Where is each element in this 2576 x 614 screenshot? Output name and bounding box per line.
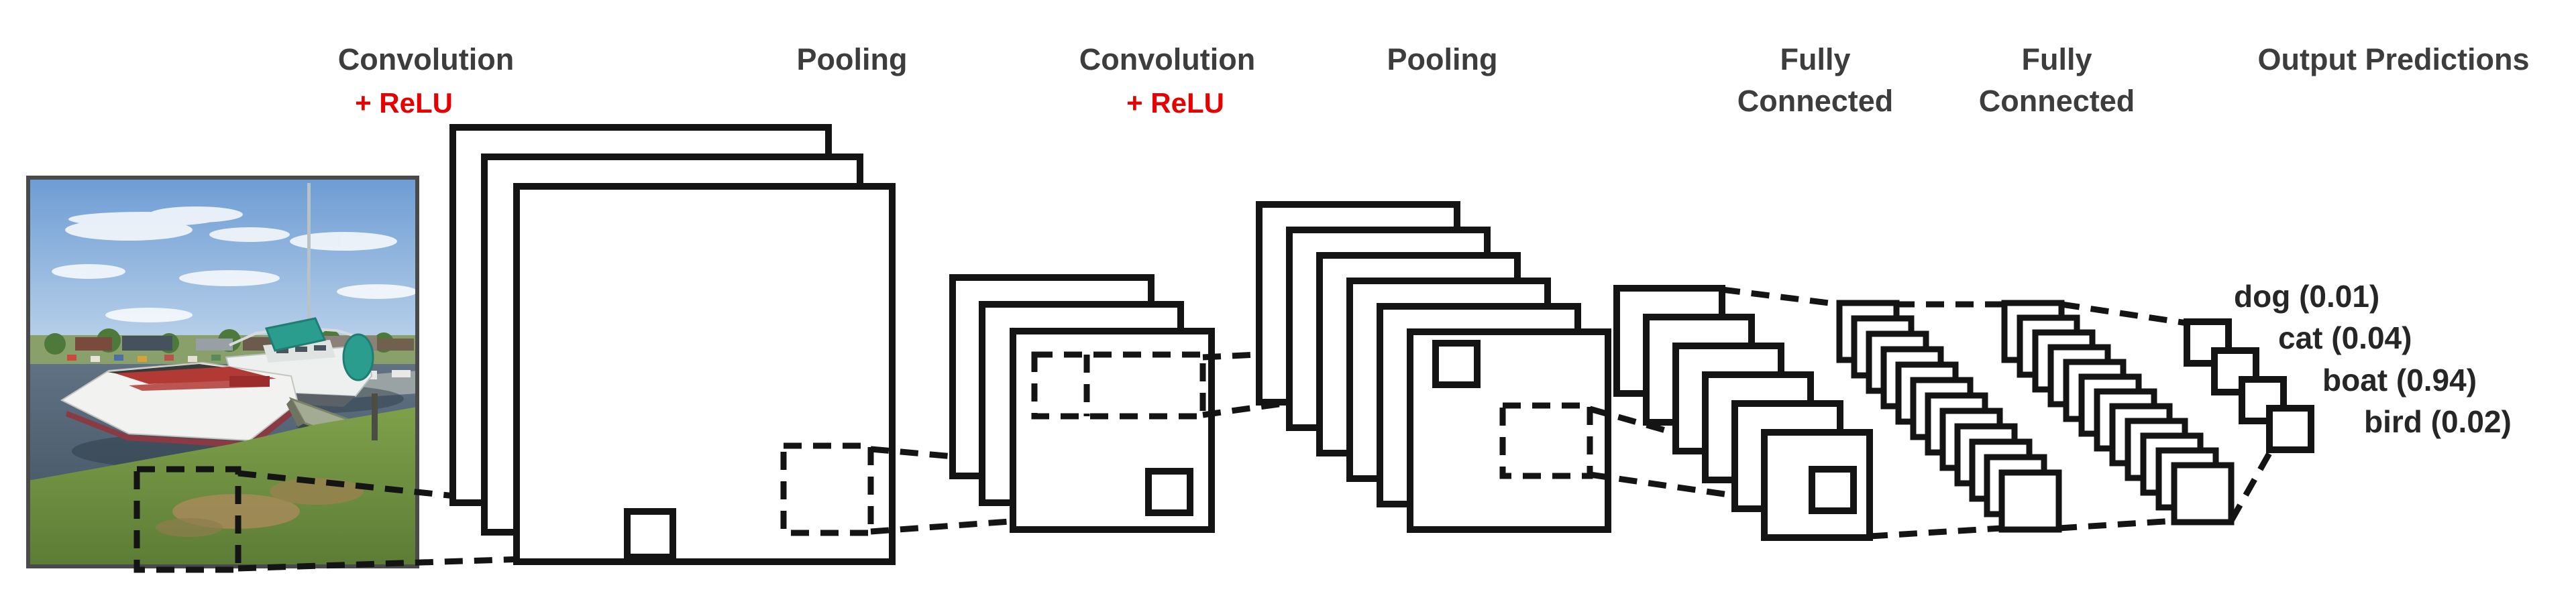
conv-output-unit	[1432, 340, 1481, 388]
connection-line	[2061, 301, 2188, 326]
stage-sublabel-relu-1: + ReLU	[355, 87, 453, 119]
pool-output-unit	[1809, 466, 1857, 514]
connection-line	[1721, 286, 1840, 308]
output-unit-bird	[2266, 405, 2314, 453]
fc-unit	[2171, 462, 2235, 526]
connection-line	[1202, 379, 1436, 418]
stage-label-output-predictions: Output Predictions	[2258, 42, 2530, 76]
stage-label-fc2-line1: Fully	[2021, 42, 2092, 76]
connection-line	[237, 552, 628, 572]
pool2-stack	[1613, 285, 1873, 541]
connection-line	[870, 508, 1149, 535]
output-layer	[2184, 318, 2314, 453]
connection-line	[1869, 525, 2002, 540]
prediction-bird: bird (0.02)	[2364, 404, 2512, 439]
photo-clouds	[52, 206, 417, 322]
pool1-stack	[949, 274, 1215, 533]
stage-label-convolution-1: Convolution	[338, 42, 514, 76]
conv-output-unit	[624, 508, 676, 560]
connection-line	[2058, 517, 2175, 532]
photo-pole	[372, 393, 378, 440]
speedboat	[60, 361, 299, 469]
photo-grass	[28, 407, 417, 566]
prediction-cat: cat (0.04)	[2278, 320, 2412, 355]
stage-sublabel-relu-2: + ReLU	[1126, 87, 1224, 119]
input-photo	[28, 178, 417, 566]
receptive-field-input	[133, 466, 241, 573]
connection-line	[870, 446, 1149, 477]
feature-map	[513, 183, 896, 565]
pool-output-unit	[1145, 468, 1193, 516]
receptive-field	[780, 442, 874, 536]
pooling-window	[1031, 351, 1206, 420]
stage-label-fc1-line2: Connected	[1737, 84, 1894, 118]
stage-label-convolution-2: Convolution	[1079, 42, 1255, 76]
stage-label-pooling-2: Pooling	[1387, 42, 1498, 76]
prediction-dog: dog (0.01)	[2234, 279, 2379, 314]
conv2-stack	[1256, 201, 1611, 533]
stage-label-fc1-line1: Fully	[1780, 42, 1850, 76]
fc1-layer	[1836, 300, 2062, 533]
photo-dirt-patch	[270, 478, 364, 505]
fc-unit	[1998, 469, 2062, 533]
input-photo-border	[26, 176, 419, 568]
fc2-layer	[2001, 300, 2235, 526]
conv1-stack	[449, 124, 896, 565]
stage-label-fc2-line2: Connected	[1979, 84, 2135, 118]
connection-line	[2229, 446, 2275, 523]
prediction-boat: boat (0.94)	[2322, 363, 2477, 397]
photo-dirt-patch	[156, 518, 223, 537]
receptive-field	[1499, 402, 1593, 479]
stage-label-pooling-1: Pooling	[797, 42, 908, 76]
